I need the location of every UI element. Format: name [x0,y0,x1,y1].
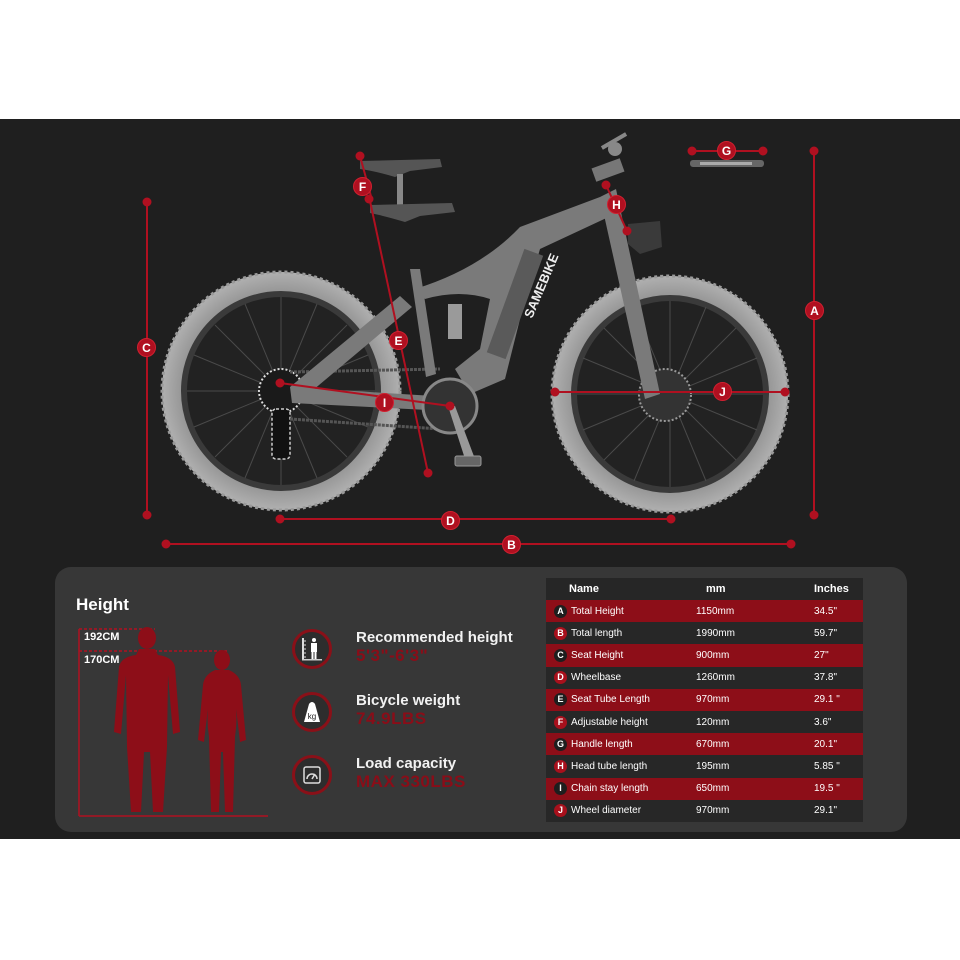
marker-e: E [389,331,408,350]
bike-illustration: SAMEBIKE [142,132,819,549]
table-row: A Total Height 1150mm 34.5" [546,600,863,623]
row-inches: 29.1 " [814,694,840,706]
row-name: Chain stay length [571,783,649,795]
spec-label: Load capacity [356,755,457,772]
gauge-icon [292,755,332,795]
row-mm: 195mm [696,760,730,772]
handlebar [591,132,764,254]
row-key-badge: C [554,648,567,662]
marker-h: H [607,195,626,214]
row-key-badge: F [554,715,567,729]
marker-a: A [805,301,824,320]
row-inches: 37.8" [814,672,838,684]
row-name: Wheelbase [571,672,622,684]
header-mm: mm [706,583,726,595]
row-mm: 970mm [696,694,730,706]
row-name: Total Height [571,605,624,617]
tall-height-label: 192CM [84,631,120,643]
svg-text:kg: kg [308,712,316,721]
row-inches: 19.5 " [814,783,840,795]
woman-silhouette [198,650,246,812]
row-key-badge: J [554,804,567,818]
front-wheel [550,274,790,514]
marker-j: J [713,382,732,401]
spec-value: 74.9LBS [356,709,427,728]
row-name: Seat Height [571,649,624,661]
spec-label: Recommended height [356,629,513,646]
spec-panel: Height 192CM 170CM Recommended he [55,567,907,832]
row-mm: 670mm [696,738,730,750]
table-row: D Wheelbase 1260mm 37.8" [546,666,863,689]
table-row: I Chain stay length 650mm 19.5 " [546,777,863,800]
row-key-badge: E [554,693,567,707]
row-name: Head tube length [571,760,648,772]
table-row: B Total length 1990mm 59.7" [546,622,863,645]
spec-value: 5'3"-6'3" [356,646,429,665]
crankset [421,377,482,467]
marker-f: F [353,177,372,196]
kg-weight-icon: kg [292,692,332,732]
header-name: Name [569,583,599,595]
table-row: C Seat Height 900mm 27" [546,644,863,667]
man-silhouette [114,627,180,812]
row-mm: 1260mm [696,672,735,684]
spec-label: Bicycle weight [356,692,461,709]
row-key-badge: G [554,737,567,751]
row-key-badge: D [554,671,567,685]
height-title: Height [76,595,129,614]
header-inches: Inches [814,583,849,595]
height-comparison [78,627,268,817]
table-row: H Head tube length 195mm 5.85 " [546,755,863,778]
marker-g: G [717,141,736,160]
row-mm: 1150mm [696,605,735,617]
row-name: Adjustable height [571,716,648,728]
row-key-badge: H [554,759,567,773]
table-header: Name mm Inches [546,578,863,600]
short-height-label: 170CM [84,654,120,666]
row-mm: 650mm [696,783,730,795]
row-key-badge: A [554,604,567,618]
row-mm: 900mm [696,649,730,661]
rear-wheel [160,270,402,512]
row-key-badge: I [554,782,567,796]
table-row: J Wheel diameter 970mm 29.1" [546,799,863,822]
row-inches: 34.5" [814,605,838,617]
table-row: G Handle length 670mm 20.1" [546,733,863,756]
marker-d: D [441,511,460,530]
row-key-badge: B [554,626,567,640]
row-inches: 59.7" [814,627,838,639]
row-inches: 20.1" [814,738,838,750]
row-name: Handle length [571,738,633,750]
row-name: Wheel diameter [571,805,642,817]
row-mm: 970mm [696,805,730,817]
row-inches: 29.1" [814,805,838,817]
table-row: F Adjustable height 120mm 3.6" [546,710,863,734]
measurement-lines [142,146,819,549]
bike-geometry-stage: SAMEBIKE [0,119,960,839]
spec-value: MAX 330LBS [356,772,466,791]
saddles [360,159,455,222]
row-name: Total length [571,627,623,639]
row-inches: 5.85 " [814,760,840,772]
height-chart-icon [292,629,332,669]
row-mm: 1990mm [696,627,735,639]
row-inches: 3.6" [814,716,832,728]
row-mm: 120mm [696,716,730,728]
battery [486,248,544,360]
row-name: Seat Tube Length [571,694,650,706]
marker-b: B [502,535,521,554]
table-row: E Seat Tube Length 970mm 29.1 " [546,688,863,711]
marker-c: C [137,338,156,357]
marker-i: I [375,393,394,412]
row-inches: 27" [814,649,829,661]
